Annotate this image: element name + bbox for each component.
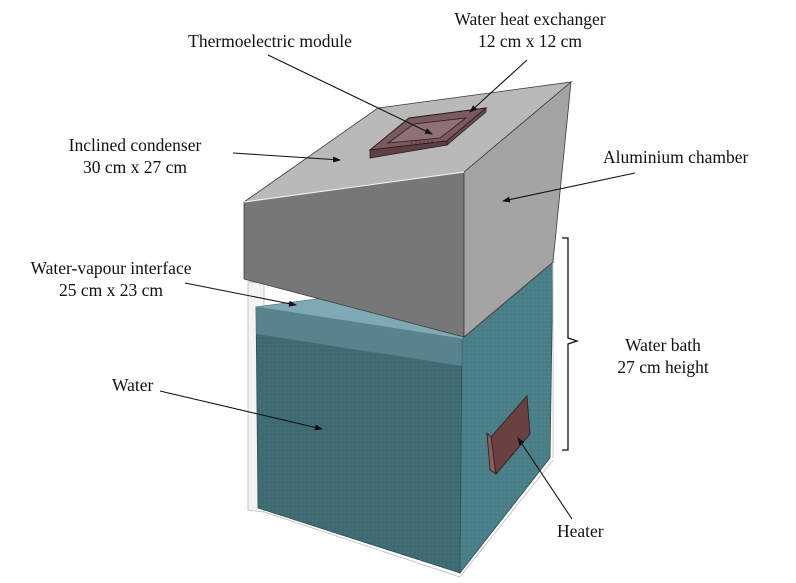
arrow-thermoelectric [267,54,433,135]
arrow-heater [517,437,573,520]
arrow-water [159,390,323,431]
label-thermoelectric-text: Thermoelectric module [188,31,352,51]
arrow-heat-exchanger [469,59,528,113]
label-interface-line2: 25 cm x 23 cm [58,280,163,300]
label-condenser-line1: Inclined condenser [68,135,202,155]
label-water-bath-line2: 27 cm height [617,357,709,377]
arrow-chamber [502,172,636,203]
leader-lines [159,54,636,520]
label-chamber: Aluminium chamber [603,146,748,168]
label-thermoelectric: Thermoelectric module [160,30,380,52]
label-heat-exchanger: Water heat exchanger 12 cm x 12 cm [425,8,635,52]
arrow-interface [184,282,297,307]
water-surface-band [256,307,462,366]
label-condenser-line2: 30 cm x 27 cm [82,157,187,177]
label-water-text: Water [112,375,154,395]
label-heater-text: Heater [557,521,604,541]
label-interface-line1: Water-vapour interface [30,258,192,278]
arrow-condenser [232,152,341,163]
label-interface: Water-vapour interface 25 cm x 23 cm [6,257,216,301]
label-water-bath-line1: Water bath [625,335,701,355]
label-condenser: Inclined condenser 30 cm x 27 cm [40,134,230,178]
label-water-bath: Water bath 27 cm height [588,334,738,378]
label-heat-exchanger-line2: 12 cm x 12 cm [477,31,582,51]
label-heat-exchanger-line1: Water heat exchanger [454,9,606,29]
tank-front-edges [263,238,554,578]
label-chamber-text: Aluminium chamber [603,147,749,167]
label-water: Water [112,374,153,396]
thermoelectric-ticks-icon [411,140,433,144]
water-bath-bracket [562,237,580,451]
label-heater: Heater [557,520,604,542]
